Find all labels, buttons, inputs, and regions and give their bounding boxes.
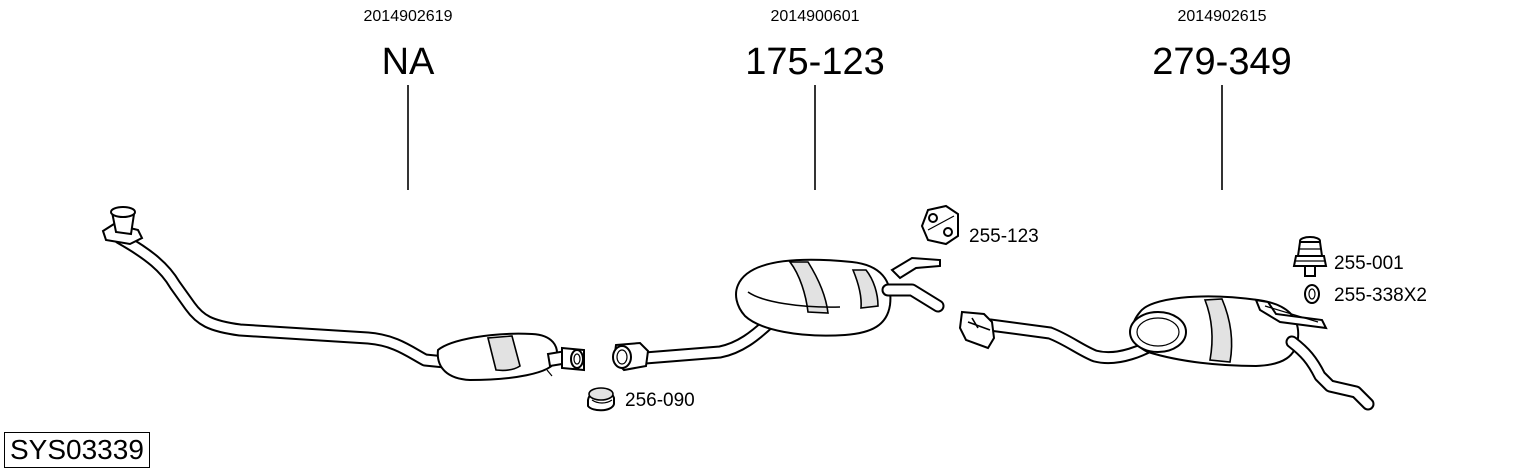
part-number-centre-silencer: 175-123 bbox=[745, 41, 885, 83]
hanger-255-123 bbox=[920, 204, 959, 246]
clamp-256-090 bbox=[587, 387, 615, 412]
system-code-box: SYS03339 bbox=[4, 432, 150, 468]
part-number-front-pipe: NA bbox=[381, 41, 435, 83]
part-number-rear-silencer: 279-349 bbox=[1152, 41, 1292, 83]
oe-number-rear-silencer: 2014902615 bbox=[1177, 8, 1267, 25]
rubber-mount-255-001 bbox=[1292, 236, 1328, 277]
accessory-label-clamp: 256-090 bbox=[625, 390, 695, 411]
ring-255-338x2 bbox=[1304, 284, 1320, 304]
accessory-label-ring: 255-338X2 bbox=[1334, 285, 1427, 306]
accessory-label-hanger: 255-123 bbox=[969, 226, 1039, 247]
front-pipe-assembly bbox=[101, 206, 585, 382]
centre-silencer-assembly bbox=[612, 256, 945, 372]
oe-number-centre-silencer: 2014900601 bbox=[770, 8, 860, 25]
oe-number-front-pipe: 2014902619 bbox=[363, 8, 453, 25]
accessory-label-rubber-mount: 255-001 bbox=[1334, 253, 1404, 274]
rear-silencer-assembly bbox=[958, 295, 1375, 411]
